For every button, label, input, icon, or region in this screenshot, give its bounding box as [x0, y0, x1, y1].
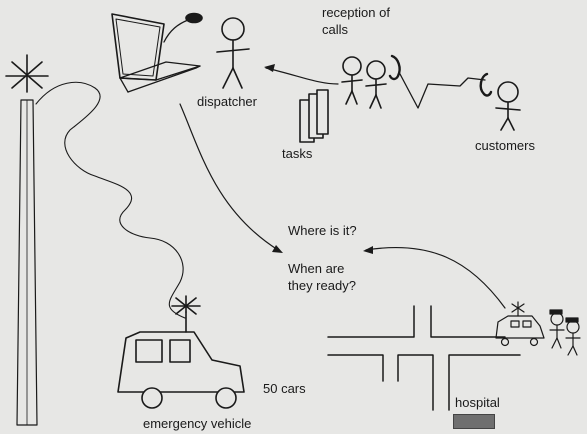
road-map-icon — [327, 305, 521, 411]
document-stack-icon — [299, 89, 329, 143]
telephone-icon — [388, 54, 493, 97]
dispatcher-label: dispatcher — [197, 94, 257, 109]
hospital-building-icon — [453, 414, 495, 429]
hospital-label: hospital — [455, 395, 500, 410]
customer-figure-icon — [495, 81, 521, 131]
when-question-label: When are they ready? — [288, 261, 356, 293]
arrow-dispatcher-to-question — [179, 103, 279, 251]
emergency-vehicle-label: emergency vehicle — [143, 416, 252, 431]
where-question-label: Where is it? — [288, 223, 357, 238]
emergency-vehicle-icon — [117, 295, 245, 409]
radio-tower-icon — [5, 54, 49, 426]
field-crew-figures-icon — [549, 309, 581, 356]
computer-terminal-icon — [111, 12, 203, 93]
arrow-field-to-question — [365, 246, 506, 309]
dispatcher-figure-icon — [216, 17, 250, 89]
reception-label: reception of calls — [322, 5, 390, 37]
call-taker-figures-icon — [341, 56, 387, 109]
field-van-icon — [495, 301, 545, 347]
cars-count-label: 50 cars — [263, 381, 306, 396]
tasks-label: tasks — [282, 146, 313, 161]
radio-link-line — [35, 81, 186, 319]
customers-label: customers — [475, 138, 535, 153]
arrow-to-dispatcher — [265, 67, 339, 85]
phone-line — [399, 73, 486, 109]
